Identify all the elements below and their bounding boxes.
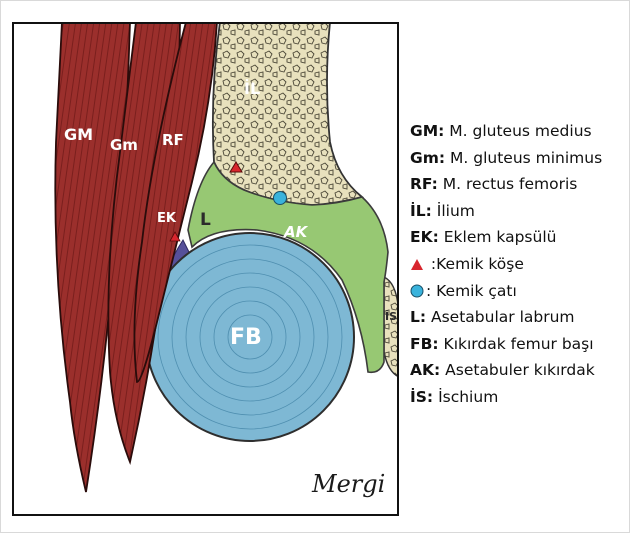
legend-abbr: AK: <box>410 361 440 379</box>
legend-text: Kıkırdak femur başı <box>439 335 594 353</box>
legend-item: :Kemik köşe <box>410 251 628 278</box>
bony-roof-marker-circle <box>274 192 287 205</box>
legend-item: GM: M. gluteus medius <box>410 118 628 145</box>
label-ek: EK <box>157 211 177 226</box>
legend-item: AK: Asetabuler kıkırdak <box>410 357 628 384</box>
legend-text: İlium <box>432 202 475 220</box>
legend-text: Asetabular labrum <box>426 308 574 326</box>
hip-joint-illustration: GM Gm RF İL EK L AK FB İS Mergi <box>12 22 399 516</box>
triangle-icon <box>410 258 424 271</box>
label-is: İS <box>385 309 397 323</box>
legend-text: M. rectus femoris <box>438 175 577 193</box>
legend-abbr: EK: <box>410 228 439 246</box>
legend-item: : Kemik çatı <box>410 278 628 305</box>
label-gm: GM <box>64 125 93 144</box>
legend-item: İS: İschium <box>410 384 628 411</box>
legend-abbr: İS: <box>410 388 433 406</box>
label-fb: FB <box>230 325 262 350</box>
legend-abbr: Gm: <box>410 149 445 167</box>
legend-item: RF: M. rectus femoris <box>410 171 628 198</box>
legend-abbr: L: <box>410 308 426 326</box>
legend-text: Eklem kapsülü <box>439 228 557 246</box>
artist-signature: Mergi <box>311 470 385 498</box>
legend-text: : Kemik çatı <box>426 282 517 300</box>
label-l: L <box>200 210 211 230</box>
legend-abbr: İL: <box>410 202 432 220</box>
label-gm-min: Gm <box>110 136 138 154</box>
legend-abbr: RF: <box>410 175 438 193</box>
legend-abbr: GM: <box>410 122 444 140</box>
legend-item: L: Asetabular labrum <box>410 304 628 331</box>
legend-text: Asetabuler kıkırdak <box>440 361 595 379</box>
label-rf: RF <box>162 131 184 149</box>
legend-item: Gm: M. gluteus minimus <box>410 145 628 172</box>
legend-abbr: FB: <box>410 335 439 353</box>
legend-text: M. gluteus medius <box>444 122 591 140</box>
legend-text: M. gluteus minimus <box>445 149 602 167</box>
legend-text: İschium <box>433 388 498 406</box>
label-il: İL <box>244 79 260 98</box>
label-ak: AK <box>283 223 309 241</box>
circle-icon <box>410 284 424 298</box>
legend-item: İL: İlium <box>410 198 628 225</box>
legend-item: EK: Eklem kapsülü <box>410 224 628 251</box>
legend-item: FB: Kıkırdak femur başı <box>410 331 628 358</box>
legend-text: :Kemik köşe <box>426 255 524 273</box>
